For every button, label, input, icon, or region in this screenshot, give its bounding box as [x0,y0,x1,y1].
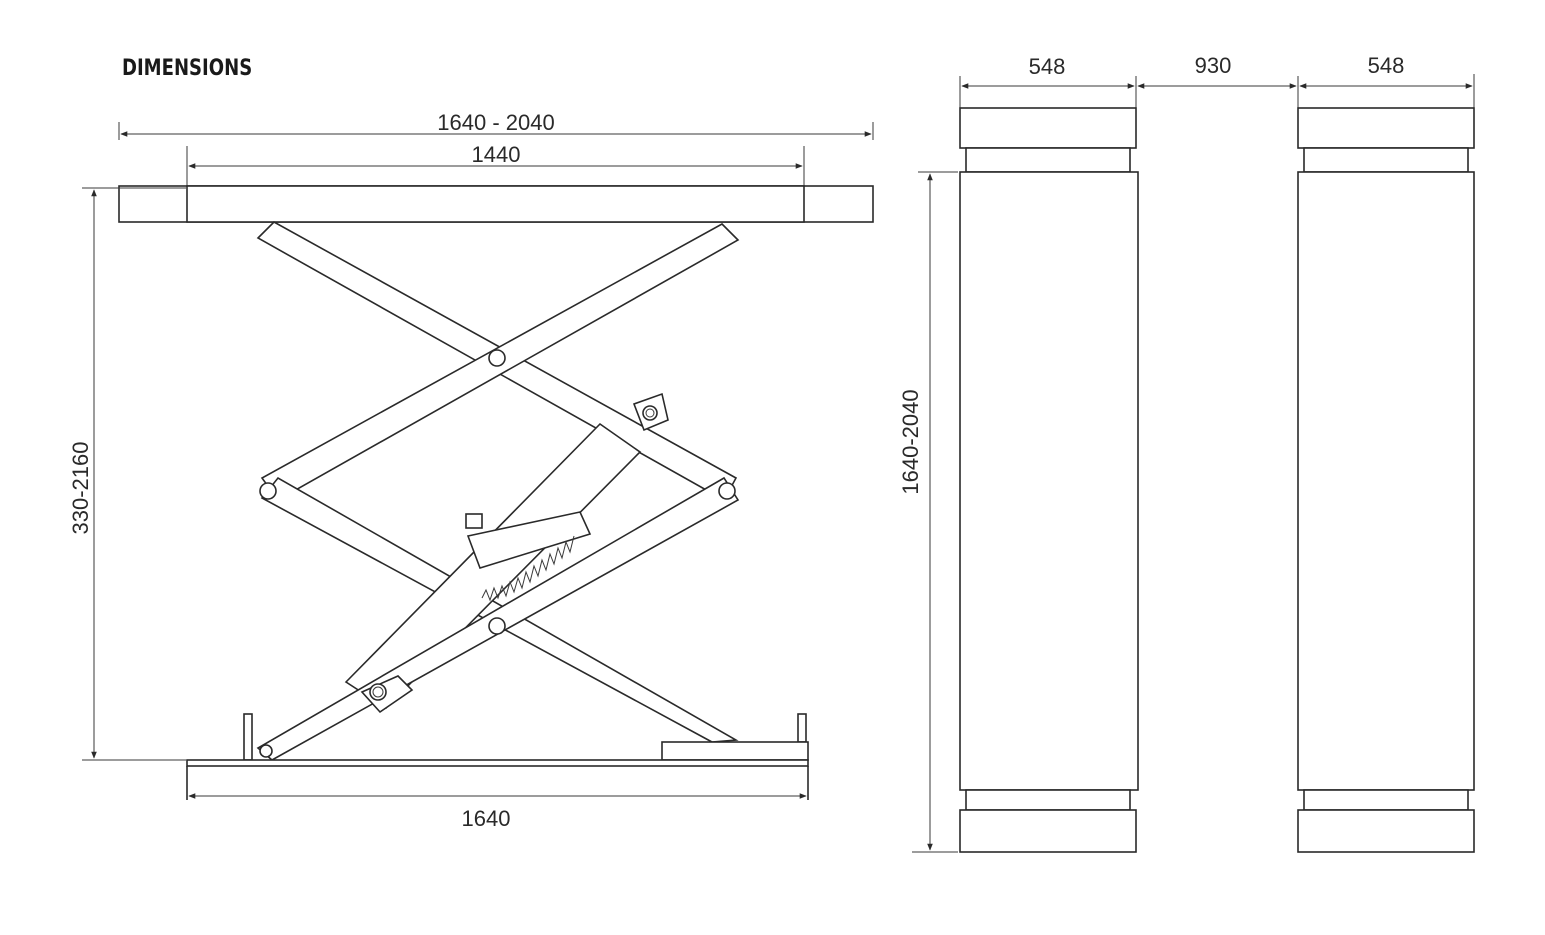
base-length-dimension: 1640 [188,793,807,831]
side-view: 1640 - 2040 1440 330-2160 [68,110,874,831]
top-view: 548 930 548 [898,53,1475,853]
left-platform [959,107,1139,853]
right-platform [1297,107,1475,853]
platform-length-label: 1440 [472,142,521,167]
platform-width-left-label: 548 [1029,54,1066,79]
lift-platform [118,185,874,223]
spring [481,535,575,602]
top-length-label: 1640-2040 [898,389,923,494]
overall-length-dimension: 1640 - 2040 [118,110,874,140]
platform-length-dimension-top: 1640-2040 [898,171,958,853]
pivot-points [259,349,736,758]
base-frame [186,713,809,800]
width-dimensions: 548 930 548 [959,53,1475,108]
height-dimension: 330-2160 [68,187,186,761]
gap-label: 930 [1195,53,1232,78]
overall-length-label: 1640 - 2040 [437,110,554,135]
platform-width-right-label: 548 [1368,53,1405,78]
scissor-mechanism [256,221,740,761]
base-length-label: 1640 [462,806,511,831]
height-label: 330-2160 [68,442,93,535]
platform-length-dimension: 1440 [186,142,805,186]
page-title: DIMENSIONS [122,56,253,81]
